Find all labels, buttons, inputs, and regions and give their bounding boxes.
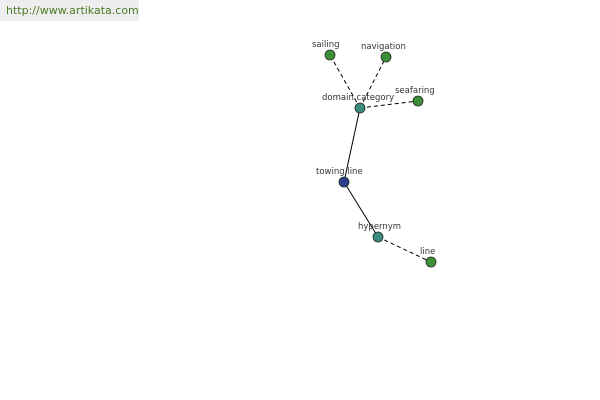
labels-layer: towing line domain category hypernym sailin… — [312, 40, 435, 257]
node-label-hypernym: hypernym — [358, 222, 401, 232]
edge-towing-line-to-hypernym — [343, 181, 379, 238]
node-label-navigation: navigation — [361, 42, 406, 52]
node-label-sailing: sailing — [312, 40, 340, 50]
nodes-layer — [324, 49, 437, 268]
node-label-line: line — [420, 247, 435, 257]
node-sailing[interactable] — [324, 49, 336, 61]
node-hypernym[interactable] — [372, 231, 384, 243]
node-towing-line[interactable] — [338, 176, 350, 188]
source-link[interactable]: http://www.artikata.com — [6, 4, 139, 17]
edges-layer — [329, 54, 432, 263]
node-label-seafaring: seafaring — [395, 86, 435, 96]
edge-hypernym-to-line — [377, 236, 432, 263]
edge-towing-line-to-domain-category — [343, 107, 361, 183]
edge-domain-category-to-navigation — [359, 56, 387, 109]
node-domain-category[interactable] — [354, 102, 366, 114]
node-line[interactable] — [425, 256, 437, 268]
node-seafaring[interactable] — [412, 95, 424, 107]
node-navigation[interactable] — [380, 51, 392, 63]
node-label-domain-category: domain category — [322, 93, 394, 103]
edge-domain-category-to-sailing — [329, 54, 361, 109]
source-bar: http://www.artikata.com — [0, 0, 139, 21]
node-label-towing-line: towing line — [316, 167, 363, 177]
edge-domain-category-to-seafaring — [359, 100, 419, 109]
